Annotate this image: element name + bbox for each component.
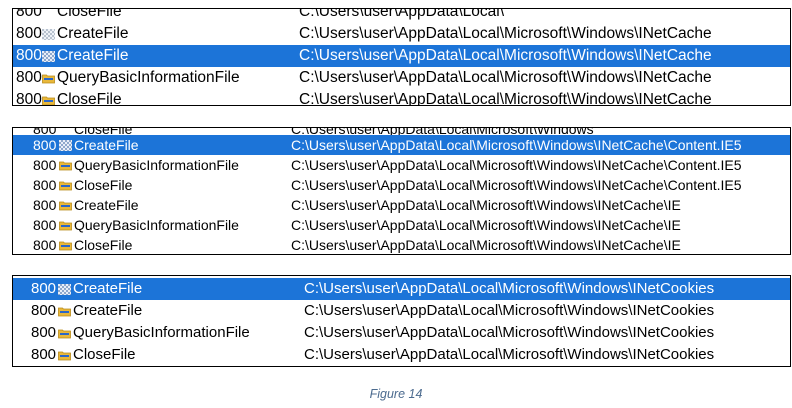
operation-label: CloseFile (74, 177, 133, 193)
operation-cell: CloseFile (59, 175, 132, 195)
operation-label: CloseFile (74, 127, 133, 137)
pid-cell: 800 (33, 177, 57, 193)
operation-label: QueryBasicInformationFile (57, 69, 240, 86)
operation-label: QueryBasicInformationFile (74, 157, 239, 173)
path-cell: C:\Users\user\AppData\Local\Microsoft\Wi… (291, 127, 594, 137)
operation-label: CreateFile (57, 47, 129, 64)
figure-caption: Figure 14 (369, 387, 423, 401)
folder-icon (59, 160, 72, 171)
event-row[interactable]: 800 CreateFile C:\Users\user\AppData\Local… (13, 195, 790, 215)
event-row[interactable]: 800 CloseFile C:\Users\user\AppData\Local\… (13, 235, 790, 254)
event-row[interactable]: 800 CloseFile C:\Users\user\AppData\Local\… (13, 175, 790, 195)
folder-icon (42, 95, 55, 106)
folder-icon (59, 240, 72, 251)
operation-label: CreateFile (73, 280, 143, 297)
operation-cell: CloseFile (42, 8, 122, 23)
operation-cell: CreateFile (59, 195, 139, 215)
path-cell: C:\Users\user\AppData\Local\Microsoft\Wi… (291, 177, 742, 193)
operation-label: CloseFile (57, 8, 122, 20)
folder-icon (59, 220, 72, 231)
operation-cell: CreateFile (42, 23, 129, 45)
pid-cell: 800 (33, 197, 57, 213)
event-row[interactable]: 800 CreateFile C:\Users\user\AppData\Local… (13, 278, 790, 300)
event-row[interactable]: 800 QueryBasicInformationFile C:\Users\use… (13, 67, 790, 89)
operation-label: CreateFile (74, 137, 139, 153)
path-cell: C:\Users\user\AppData\Local\Microsoft\Wi… (291, 137, 742, 153)
operation-label: CloseFile (57, 91, 122, 106)
folder-icon (58, 306, 71, 317)
cutoff-row[interactable]: 800 CloseFile C:\Users\user\AppData\Local\… (13, 127, 790, 139)
cutoff-row[interactable]: 800 CloseFile C:\Users\user\AppData\Local\ (13, 8, 790, 23)
pid-cell: 800 (31, 302, 57, 319)
path-cell: C:\Users\user\AppData\Local\Microsoft\Wi… (304, 280, 715, 297)
path-cell: C:\Users\user\AppData\Local\Microsoft\Wi… (291, 197, 681, 213)
path-cell: C:\Users\user\AppData\Local\Microsoft\Wi… (299, 25, 712, 42)
pid-cell: 800 (16, 8, 42, 20)
folder-icon (42, 73, 55, 84)
operation-label: CloseFile (74, 237, 133, 253)
pid-cell: 800 (16, 69, 42, 86)
folder-icon (59, 180, 72, 191)
operation-label: CreateFile (57, 25, 129, 42)
path-cell: C:\Users\user\AppData\Local\Microsoft\Wi… (304, 324, 715, 341)
pid-cell: 800 (16, 91, 42, 106)
path-cell: C:\Users\user\AppData\Local\ (299, 8, 505, 20)
event-row[interactable]: 800 QueryBasicInformationFile C:\Users\use… (13, 215, 790, 235)
pid-cell: 800 (33, 137, 57, 153)
pid-cell: 800 (33, 157, 57, 173)
event-row[interactable]: 800 CloseFile C:\Users\user\AppData\Local\… (13, 344, 790, 366)
pid-cell: 800 (16, 47, 42, 64)
folder-icon (58, 350, 71, 361)
create-file-icon (59, 139, 72, 151)
path-cell: C:\Users\user\AppData\Local\Microsoft\Wi… (304, 302, 715, 319)
path-cell: C:\Users\user\AppData\Local\Microsoft\Wi… (299, 69, 712, 86)
operation-cell: CloseFile (59, 127, 133, 139)
operation-cell: CreateFile (58, 300, 142, 322)
path-cell: C:\Users\user\AppData\Local\Microsoft\Wi… (304, 346, 715, 363)
path-cell: C:\Users\user\AppData\Local\Microsoft\Wi… (291, 217, 681, 233)
operation-label: QueryBasicInformationFile (74, 217, 239, 233)
operation-label: CloseFile (73, 346, 136, 363)
event-row[interactable]: 800 CreateFile C:\Users\user\AppData\Local… (13, 23, 790, 45)
pid-cell: 800 (33, 217, 57, 233)
path-cell: C:\Users\user\AppData\Local\Microsoft\Wi… (299, 91, 712, 106)
event-row[interactable]: 800 CreateFile C:\Users\user\AppData\Local… (13, 45, 790, 67)
event-row[interactable]: 800 CloseFile C:\Users\user\AppData\Local\… (13, 89, 790, 106)
event-row[interactable]: 800 CreateFile C:\Users\user\AppData\Local… (13, 300, 790, 322)
path-cell: C:\Users\user\AppData\Local\Microsoft\Wi… (291, 237, 681, 253)
operation-label: CreateFile (73, 302, 143, 319)
folder-icon (59, 200, 72, 211)
pid-cell: 800 (31, 324, 57, 341)
operation-cell: CloseFile (58, 344, 136, 366)
pid-cell: 800 (33, 127, 57, 137)
path-cell: C:\Users\user\AppData\Local\Microsoft\Wi… (299, 47, 712, 64)
create-file-icon (42, 50, 55, 62)
operation-label: CreateFile (74, 197, 139, 213)
pid-cell: 800 (31, 280, 57, 297)
operation-cell: QueryBasicInformationFile (58, 322, 250, 344)
operation-cell: CreateFile (58, 278, 142, 300)
event-row[interactable]: 800 QueryBasicInformationFile C:\Users\use… (13, 322, 790, 344)
create-file-icon (58, 283, 71, 295)
operation-cell: QueryBasicInformationFile (59, 155, 239, 175)
event-row[interactable]: 800 CreateFile C:\Users\user\AppData\Local… (13, 135, 790, 155)
operation-label: QueryBasicInformationFile (73, 324, 250, 341)
pid-cell: 800 (31, 346, 57, 363)
operation-cell: CloseFile (59, 235, 133, 254)
operation-cell: CreateFile (42, 45, 129, 67)
path-cell: C:\Users\user\AppData\Local\Microsoft\Wi… (291, 157, 742, 173)
pid-cell: 800 (16, 25, 42, 42)
operation-cell: QueryBasicInformationFile (42, 67, 240, 89)
operation-cell: CloseFile (42, 89, 122, 106)
create-file-icon (42, 28, 55, 40)
pid-cell: 800 (33, 237, 57, 253)
operation-cell: CreateFile (59, 135, 139, 155)
event-row[interactable]: 800 QueryBasicInformationFile C:\Users\use… (13, 155, 790, 175)
folder-icon (58, 328, 71, 339)
operation-cell: QueryBasicInformationFile (59, 215, 239, 235)
